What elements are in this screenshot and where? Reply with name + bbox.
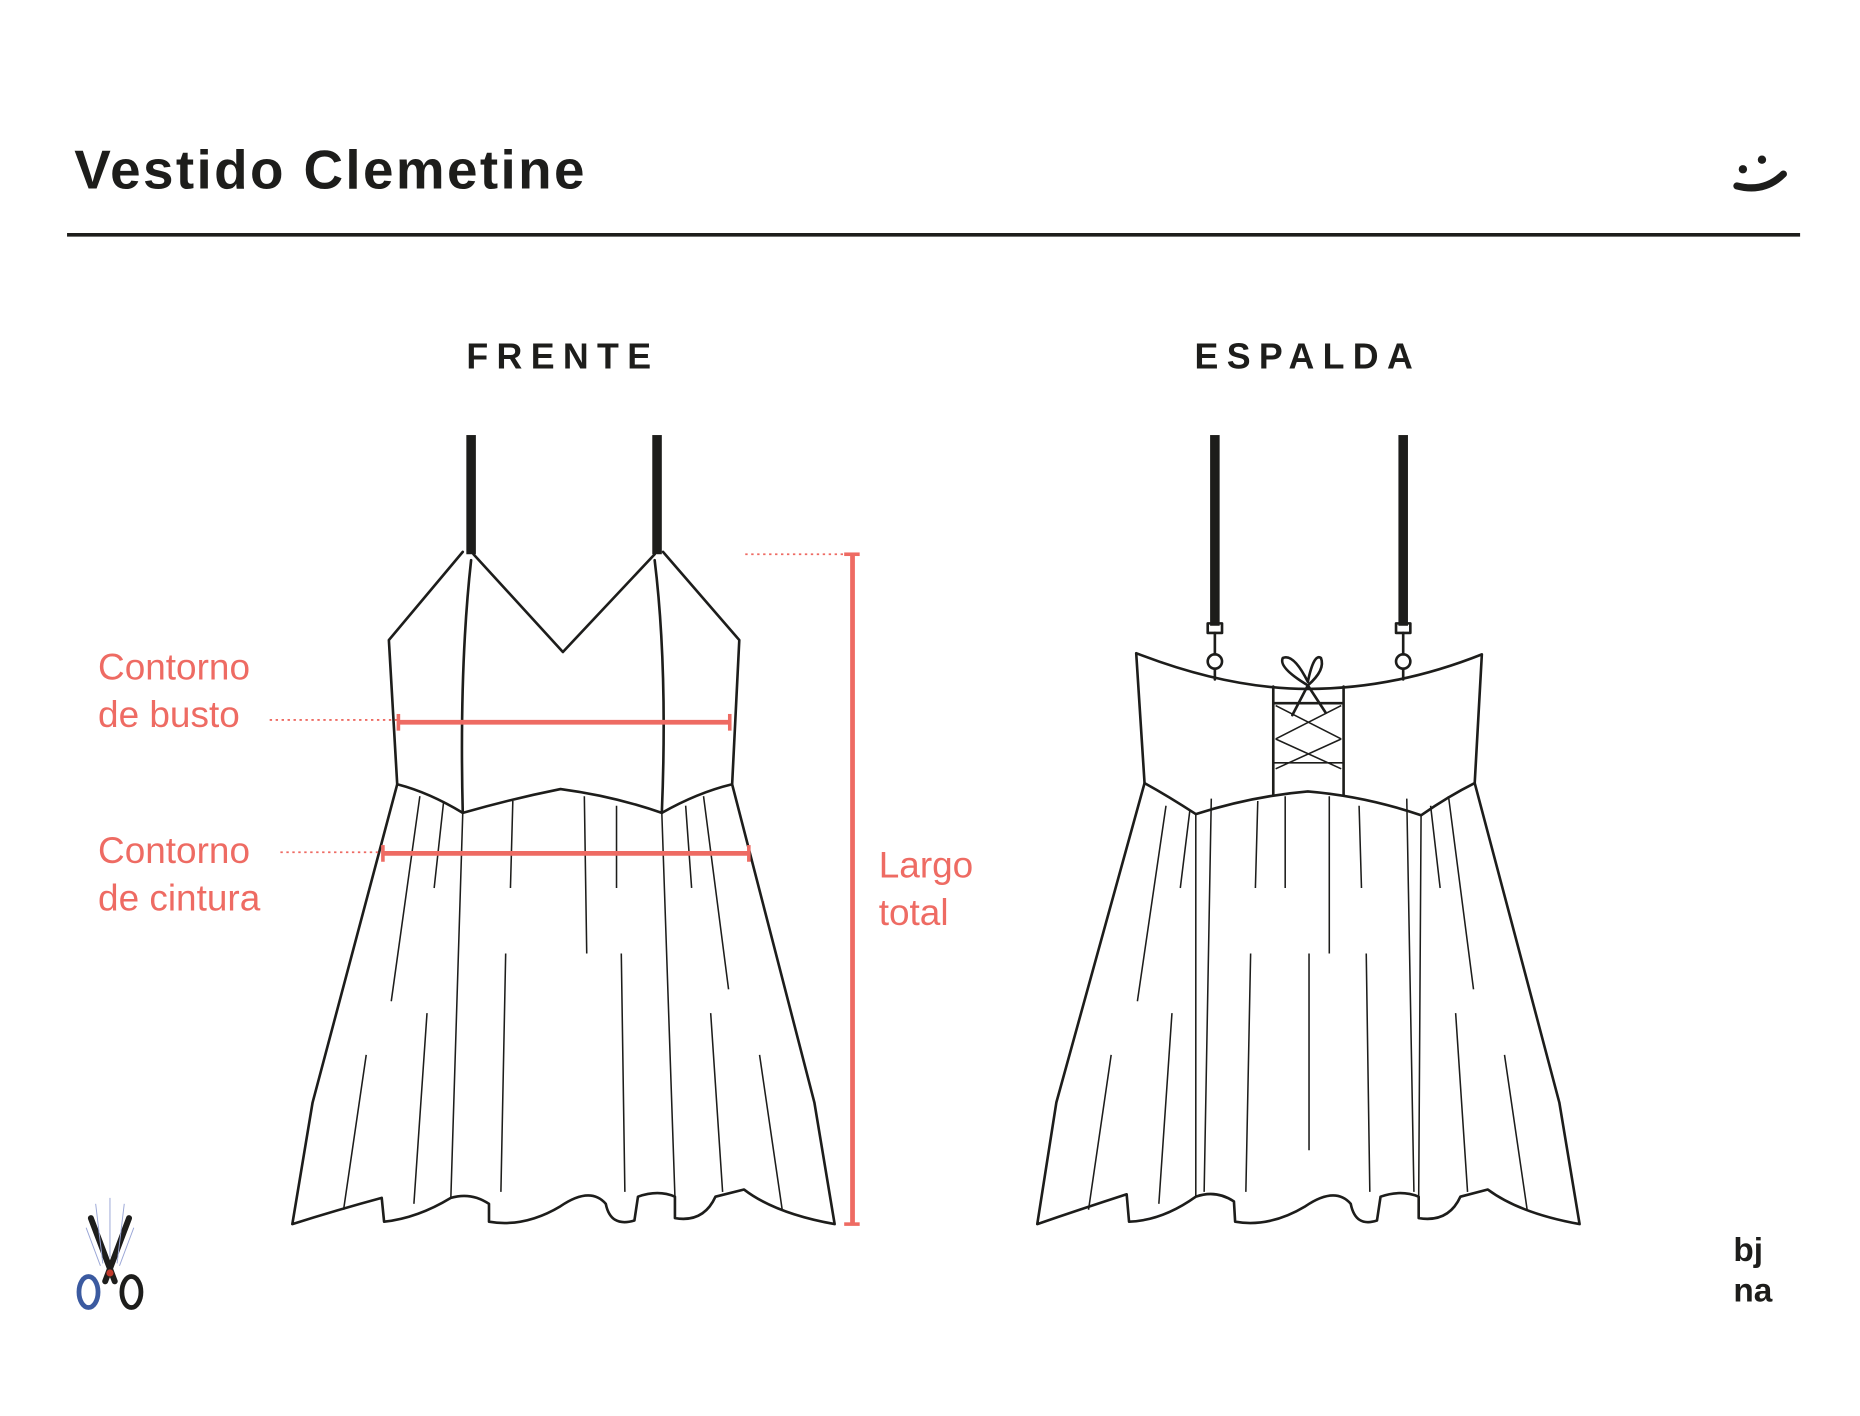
svg-text:na: na [1733, 1273, 1772, 1310]
waist-measure-line [280, 845, 751, 862]
waist-label-line2: de cintura [98, 878, 261, 919]
front-dress-drawing [291, 435, 836, 1226]
waist-label-line1: Contorno [98, 830, 250, 871]
length-label-line1: Largo [879, 844, 973, 885]
bust-label-line1: Contorno [98, 646, 250, 687]
front-view-label: FRENTE [466, 336, 659, 376]
smiley-icon [1733, 155, 1787, 192]
bust-label-line2: de busto [98, 694, 240, 735]
bina-logo: bj na [1733, 1232, 1772, 1310]
bust-measure-line [269, 713, 732, 731]
length-measure-line [745, 552, 860, 1226]
length-label-line2: total [879, 892, 949, 933]
back-dress-drawing [1035, 435, 1581, 1226]
scissors-icon [76, 1197, 144, 1310]
page-title: Vestido Clemetine [74, 138, 587, 200]
svg-text:bj: bj [1733, 1232, 1763, 1269]
back-view-label: ESPALDA [1195, 336, 1422, 376]
